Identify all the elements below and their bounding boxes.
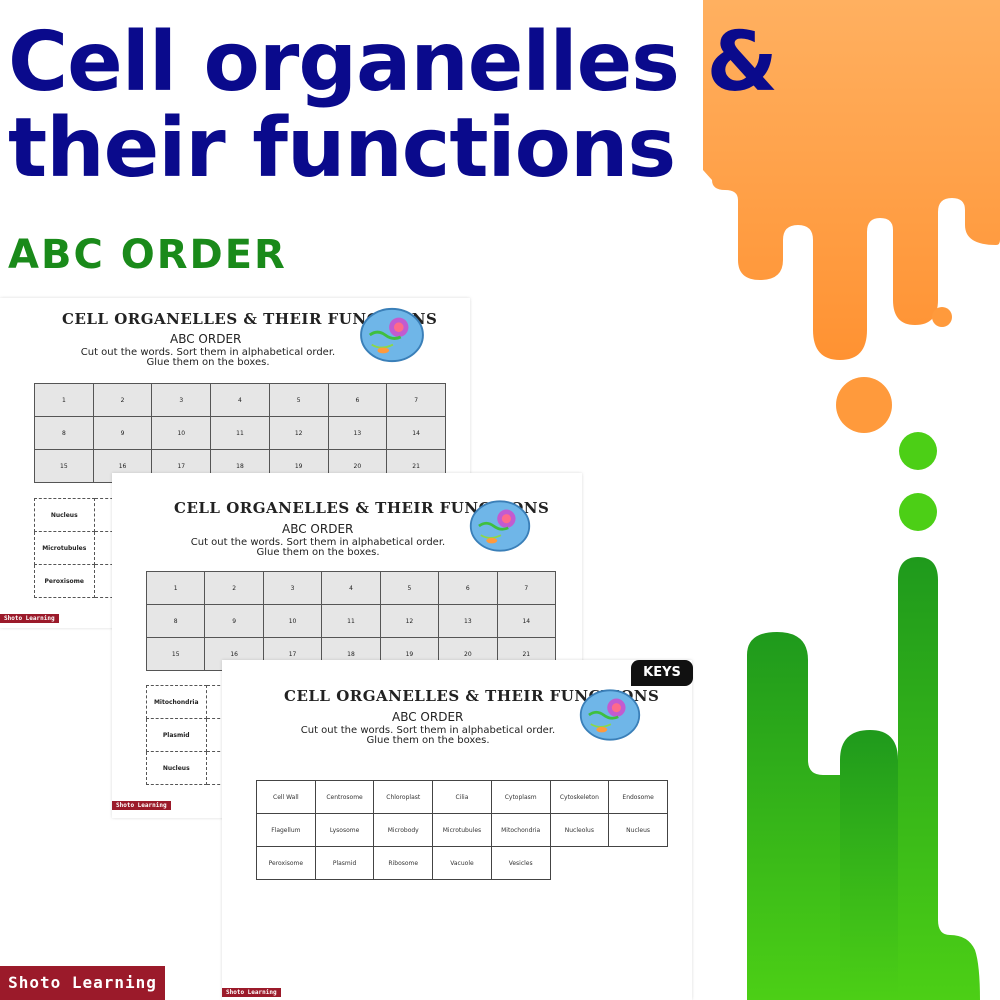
- table-cell: 10: [262, 604, 323, 638]
- orange-dot-small: [932, 307, 952, 327]
- green-drip-middle: [840, 730, 898, 1000]
- table-cell: Flagellum: [256, 813, 316, 847]
- table-cell: 8: [34, 416, 94, 450]
- orange-drip: [703, 0, 1000, 360]
- sheet-instructions: Cut out the words. Sort them in alphabet…: [190, 537, 446, 558]
- table-cell: 2: [204, 571, 264, 605]
- table-cell: Microbody: [373, 813, 434, 847]
- table-cell: Nucleus: [34, 498, 95, 532]
- table-cell: Microtubules: [34, 531, 95, 565]
- table-cell: 13: [327, 416, 388, 450]
- brand-tag: Shoto Learning: [112, 801, 171, 810]
- table-cell: Nucleolus: [549, 813, 610, 847]
- table-cell: 14: [386, 416, 446, 450]
- table-cell: Mitochondria: [146, 685, 207, 719]
- sheet-subtitle: ABC ORDER: [170, 332, 242, 346]
- table-cell: 12: [379, 604, 440, 638]
- page-title: Cell organelles & their functions: [8, 20, 778, 192]
- table-cell: 4: [210, 383, 270, 417]
- cell-illustration: [579, 689, 641, 741]
- green-drip-right: [898, 557, 980, 1000]
- table-cell: 8: [145, 604, 206, 638]
- table-cell: 6: [327, 383, 388, 417]
- worksheet-preview-keys: CELL ORGANELLES & THEIR FUNCTIONS ABC OR…: [222, 660, 692, 1000]
- table-cell: Nucleus: [608, 813, 668, 847]
- table-cell: Endosome: [608, 780, 668, 814]
- table-cell: Cytoplasm: [490, 780, 551, 814]
- sheet-subtitle: ABC ORDER: [282, 522, 354, 536]
- table-cell: 11: [210, 416, 270, 450]
- table-cell: 12: [268, 416, 329, 450]
- table-cell: Mitochondria: [490, 813, 551, 847]
- table-cell: 9: [204, 604, 264, 638]
- table-cell: Cilia: [432, 780, 492, 814]
- table-cell: 1: [34, 383, 94, 417]
- table-cell: 7: [386, 383, 446, 417]
- table-cell: 4: [321, 571, 381, 605]
- table-cell: 9: [92, 416, 153, 450]
- table-cell: 3: [262, 571, 323, 605]
- sheet-title: CELL ORGANELLES & THEIR FUNCTIONS: [174, 499, 550, 517]
- title-line-2: their functions: [8, 101, 676, 196]
- table-cell: 1: [145, 571, 206, 605]
- table-cell: 10: [151, 416, 212, 450]
- sheet-title: CELL ORGANELLES & THEIR FUNCTIONS: [62, 310, 438, 328]
- table-cell: 5: [379, 571, 440, 605]
- sheet-instructions: Cut out the words. Sort them in alphabet…: [300, 725, 556, 746]
- table-cell: 6: [438, 571, 498, 605]
- table-cell: 5: [268, 383, 329, 417]
- table-cell: Cytoskeleton: [549, 780, 610, 814]
- worksheet-preview-2: CELL ORGANELLES & THEIR FUNCTIONS ABC OR…: [112, 473, 582, 818]
- table-cell: 7: [496, 571, 557, 605]
- table-cell: 14: [496, 604, 557, 638]
- table-cell: 11: [321, 604, 381, 638]
- table-cell: Plasmid: [314, 846, 375, 880]
- orange-dot-large: [836, 377, 892, 433]
- table-cell: 15: [34, 449, 94, 483]
- brand-tag: Shoto Learning: [0, 614, 59, 623]
- table-cell: Cell Wall: [256, 780, 316, 814]
- page-subtitle: ABC ORDER: [8, 232, 287, 278]
- sheet-instructions: Cut out the words. Sort them in alphabet…: [80, 347, 336, 368]
- table-cell: 2: [92, 383, 153, 417]
- table-cell: Ribosome: [373, 846, 434, 880]
- table-cell: [608, 846, 668, 880]
- sheet-title: CELL ORGANELLES & THEIR FUNCTIONS: [284, 687, 660, 705]
- table-cell: Vesicles: [490, 846, 551, 880]
- table-cell: 15: [145, 637, 206, 671]
- table-cell: Centrosome: [314, 780, 375, 814]
- cell-illustration: [469, 500, 531, 552]
- title-line-1: Cell organelles &: [8, 15, 778, 110]
- table-cell: Plasmid: [146, 718, 207, 752]
- table-cell: [550, 846, 609, 880]
- brand-tag: Shoto Learning: [222, 988, 281, 997]
- green-dot-2: [899, 493, 937, 531]
- table-cell: Chloroplast: [373, 780, 434, 814]
- cell-illustration: [360, 307, 424, 363]
- table-cell: 13: [438, 604, 498, 638]
- table-cell: Microtubules: [432, 813, 492, 847]
- table-cell: Nucleus: [146, 751, 207, 785]
- keys-badge: KEYS: [631, 660, 693, 686]
- green-dot-1: [899, 432, 937, 470]
- green-drip-left: [747, 632, 840, 1000]
- table-cell: Vacuole: [432, 846, 492, 880]
- brand-logo: Shoto Learning: [0, 966, 165, 1000]
- sheet-subtitle: ABC ORDER: [392, 710, 464, 724]
- table-cell: Lysosome: [314, 813, 375, 847]
- table-cell: 3: [151, 383, 212, 417]
- table-cell: Peroxisome: [34, 564, 95, 598]
- table-cell: Peroxisome: [256, 846, 316, 880]
